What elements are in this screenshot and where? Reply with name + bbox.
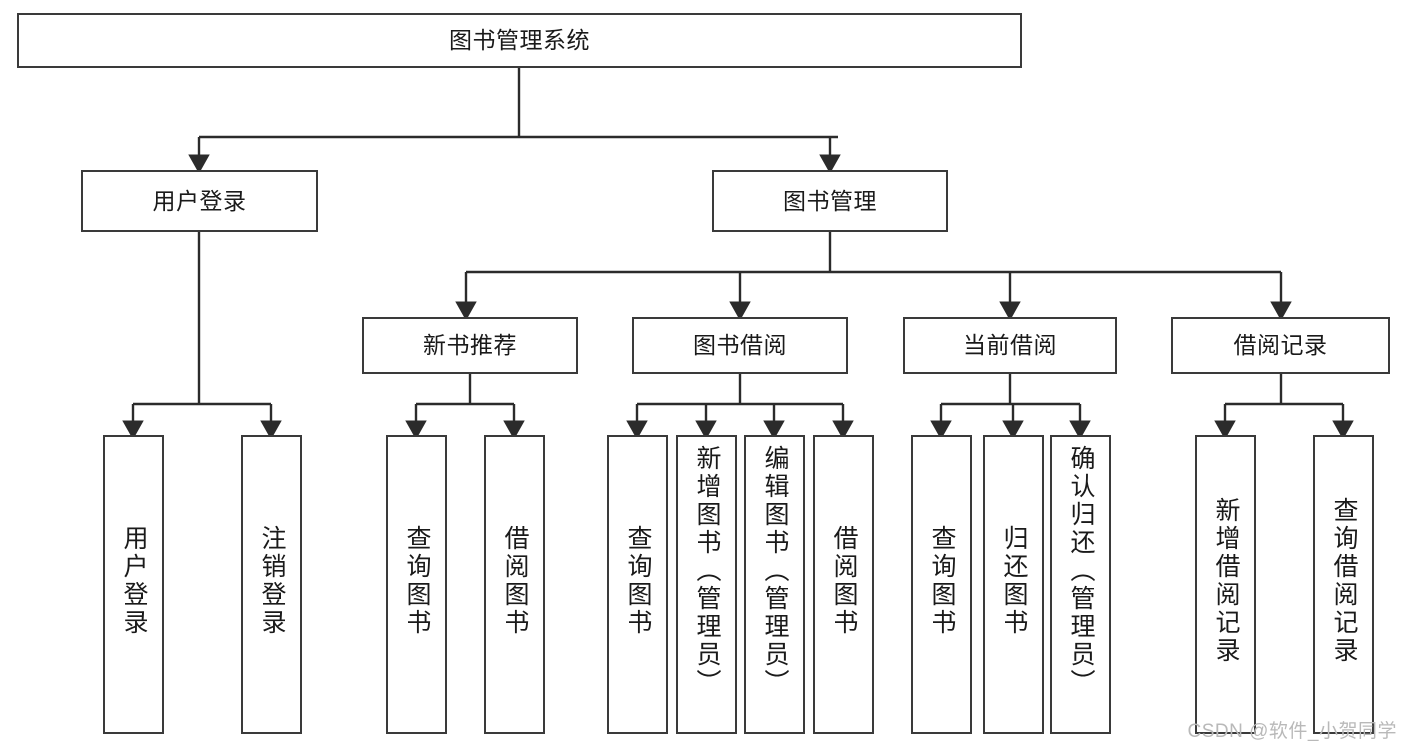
node-leaf-add-book-label: 新增图书（管理员） (693, 445, 721, 697)
node-leaf-add-record-label: 新增借阅记录 (1212, 497, 1240, 665)
node-leaf-edit-book-label: 编辑图书（管理员） (761, 445, 789, 697)
node-leaf-add-record[interactable]: 新增借阅记录 (1195, 435, 1256, 734)
edge-group-book-manage (455, 232, 1292, 321)
node-leaf-query-book-2-label: 查询图书 (624, 525, 652, 637)
node-leaf-query-book-1-label: 查询图书 (403, 525, 431, 637)
node-leaf-logout-label: 注销登录 (258, 525, 286, 637)
node-new-book-recommend[interactable]: 新书推荐 (362, 317, 578, 374)
edge-group-user-login (122, 232, 282, 440)
node-user-login[interactable]: 用户登录 (81, 170, 318, 232)
node-book-manage[interactable]: 图书管理 (712, 170, 948, 232)
node-leaf-user-login-label: 用户登录 (120, 525, 148, 637)
node-leaf-query-book-1[interactable]: 查询图书 (386, 435, 447, 734)
node-leaf-query-book-2[interactable]: 查询图书 (607, 435, 668, 734)
node-leaf-user-login[interactable]: 用户登录 (103, 435, 164, 734)
node-leaf-query-book-3-label: 查询图书 (928, 525, 956, 637)
node-current-borrow-label: 当前借阅 (963, 332, 1057, 359)
edge-group-current-borrow (930, 374, 1091, 440)
node-leaf-query-record-label: 查询借阅记录 (1330, 497, 1358, 665)
node-leaf-add-book[interactable]: 新增图书（管理员） (676, 435, 737, 734)
node-current-borrow[interactable]: 当前借阅 (903, 317, 1117, 374)
node-book-borrow[interactable]: 图书借阅 (632, 317, 848, 374)
node-root[interactable]: 图书管理系统 (17, 13, 1022, 68)
node-leaf-query-record[interactable]: 查询借阅记录 (1313, 435, 1374, 734)
node-leaf-borrow-book-1[interactable]: 借阅图书 (484, 435, 545, 734)
csdn-watermark: CSDN @软件_小贺同学 (1187, 721, 1397, 742)
edge-group-book-borrow (626, 374, 854, 440)
node-root-label: 图书管理系统 (449, 27, 590, 54)
node-book-manage-label: 图书管理 (783, 187, 877, 214)
node-borrow-record-label: 借阅记录 (1233, 332, 1328, 359)
node-leaf-confirm-return-label: 确认归还（管理员） (1067, 445, 1095, 697)
node-leaf-confirm-return[interactable]: 确认归还（管理员） (1050, 435, 1111, 734)
edge-group-root (188, 68, 841, 174)
node-book-borrow-label: 图书借阅 (693, 332, 787, 359)
node-user-login-label: 用户登录 (152, 187, 247, 214)
node-new-book-recommend-label: 新书推荐 (423, 332, 517, 359)
node-leaf-logout[interactable]: 注销登录 (241, 435, 302, 734)
node-leaf-edit-book[interactable]: 编辑图书（管理员） (744, 435, 805, 734)
edge-group-borrow-record (1214, 374, 1354, 440)
node-leaf-return-book-label: 归还图书 (1000, 525, 1028, 637)
node-borrow-record[interactable]: 借阅记录 (1171, 317, 1390, 374)
node-leaf-query-book-3[interactable]: 查询图书 (911, 435, 972, 734)
node-leaf-borrow-book-2-label: 借阅图书 (830, 525, 858, 637)
edge-group-new-book-recommend (405, 374, 525, 440)
node-leaf-borrow-book-2[interactable]: 借阅图书 (813, 435, 874, 734)
node-leaf-return-book[interactable]: 归还图书 (983, 435, 1044, 734)
node-leaf-borrow-book-1-label: 借阅图书 (501, 525, 529, 637)
